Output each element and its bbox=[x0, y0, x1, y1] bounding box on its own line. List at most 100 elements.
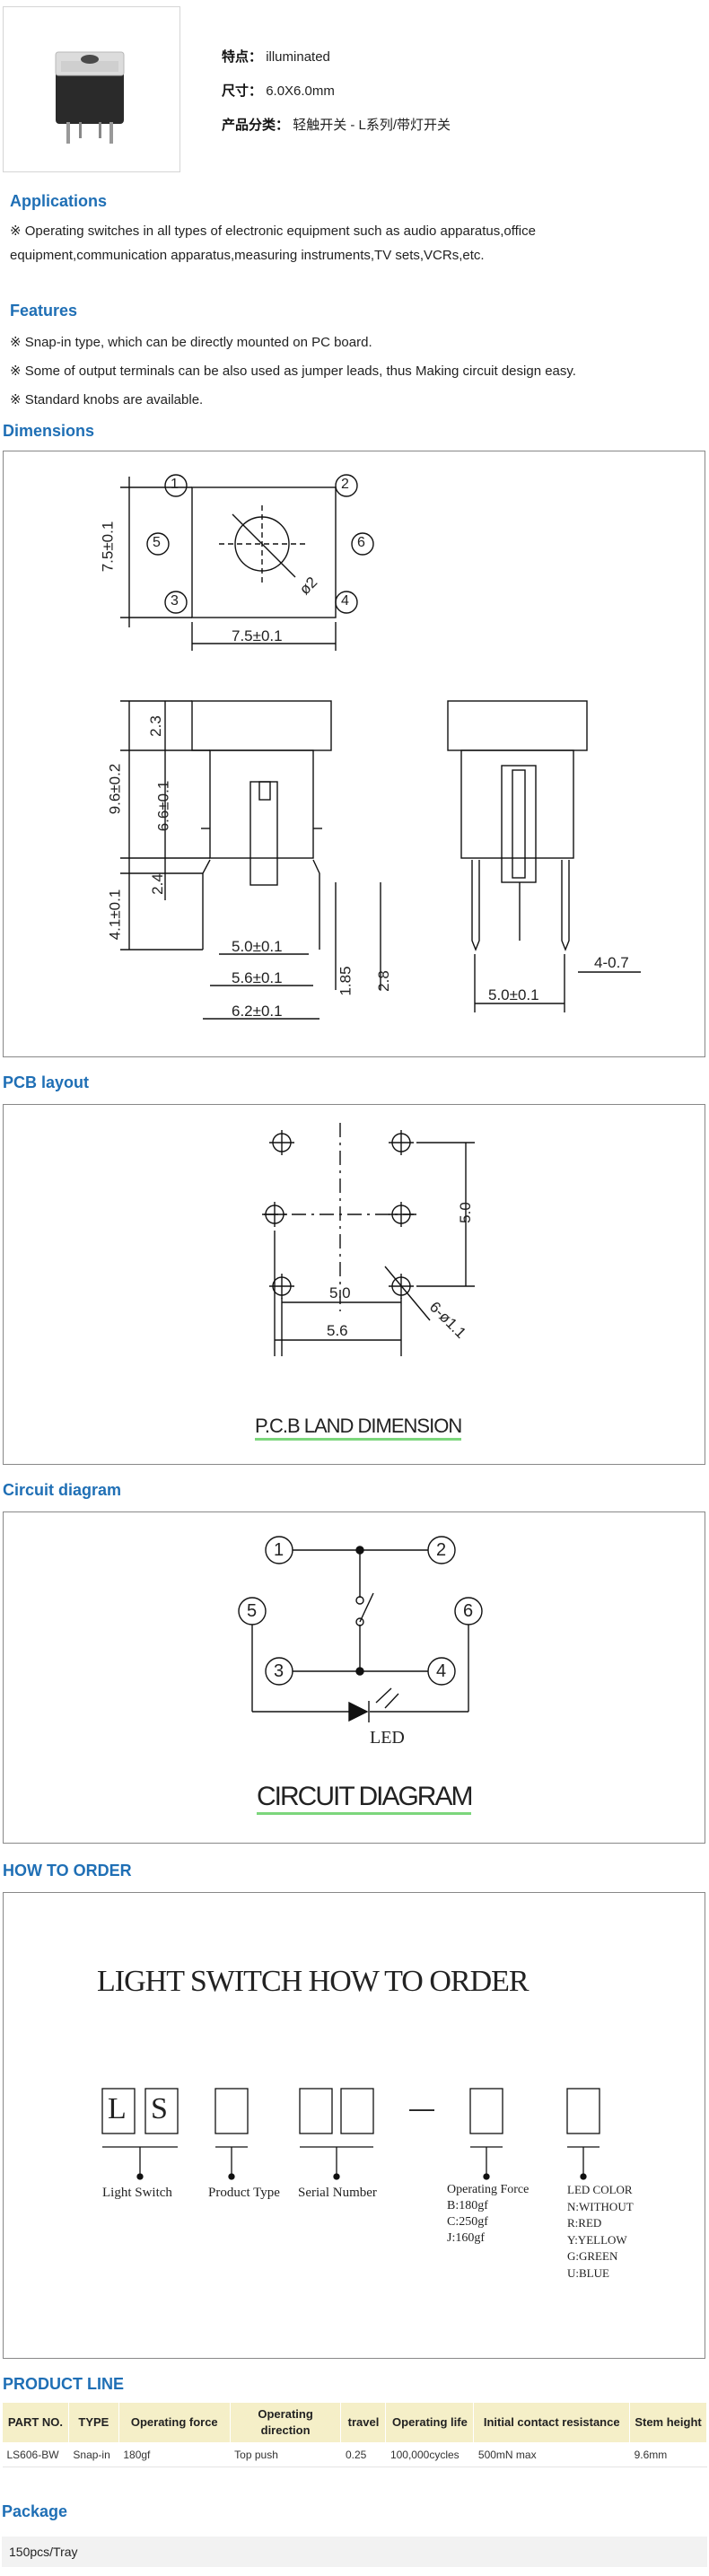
pcb-caption: P.C.B LAND DIMENSION bbox=[255, 1415, 462, 1441]
order-force-title: Operating Force bbox=[447, 2183, 530, 2196]
order-drawing: LIGHT SWITCH HOW TO ORDER L S — Light Sw… bbox=[3, 1892, 705, 2359]
dimensions-svg bbox=[120, 474, 641, 1020]
table-header: PART NO. bbox=[2, 2402, 69, 2443]
circuit-svg bbox=[238, 1536, 483, 1722]
pin-6-circle bbox=[351, 532, 374, 556]
circuit-label-5: 5 bbox=[247, 1601, 258, 1621]
side-view-cap bbox=[447, 700, 588, 751]
order-led-line: Y:YELLOW bbox=[567, 2232, 627, 2247]
product-thumbnail bbox=[3, 6, 180, 172]
order-dash: — bbox=[409, 2094, 434, 2122]
front-view-cap bbox=[191, 700, 332, 751]
dim-407: 4-0.7 bbox=[594, 954, 629, 971]
order-led-title: LED COLOR bbox=[567, 2183, 633, 2196]
pcb-drawing: 5.0 5.0 5.6 6-ø1.1 P.C.B LAND DIMENSION bbox=[3, 1104, 705, 1465]
circuit-label-6: 6 bbox=[463, 1601, 474, 1621]
order-label-light: Light Switch bbox=[102, 2186, 172, 2200]
dim-28: 2.8 bbox=[374, 970, 392, 992]
table-cell: 0.25 bbox=[340, 2442, 386, 2467]
package-title: Package bbox=[2, 2502, 68, 2520]
order-led-line: N:WITHOUT bbox=[567, 2199, 634, 2213]
dim-185: 1.85 bbox=[337, 966, 354, 996]
circuit-label-2: 2 bbox=[436, 1540, 447, 1560]
dim-50b: 5.0±0.1 bbox=[488, 986, 539, 1003]
feature-item: ※ Standard knobs are available. bbox=[10, 392, 204, 407]
order-svg bbox=[101, 2088, 600, 2180]
dim-pin-1: 1 bbox=[171, 477, 179, 492]
circuit-caption: CIRCUIT DIAGRAM bbox=[257, 1782, 473, 1815]
order-heading: LIGHT SWITCH HOW TO ORDER bbox=[97, 1965, 530, 1998]
size-row: 尺寸： 6.0X6.0mm bbox=[222, 83, 335, 101]
order-led-line: R:RED bbox=[567, 2216, 602, 2230]
order-box-s: S bbox=[151, 2092, 168, 2125]
table-header: Initial contact resistance bbox=[473, 2402, 631, 2443]
product-line-table: PART NO. TYPE Operating force Operating … bbox=[2, 2402, 707, 2467]
circuit-label-1: 1 bbox=[274, 1540, 284, 1560]
dim-pin-6: 6 bbox=[357, 535, 365, 550]
size-value: 6.0X6.0mm bbox=[266, 83, 335, 99]
pcb-dim-50v: 5.0 bbox=[456, 1202, 474, 1223]
applications-line-1: ※ Operating switches in all types of ele… bbox=[10, 223, 536, 239]
table-cell: 500mN max bbox=[473, 2442, 630, 2467]
dim-50: 5.0±0.1 bbox=[232, 938, 283, 955]
dim-pin-2: 2 bbox=[341, 477, 349, 492]
circuit-led-label: LED bbox=[370, 1728, 405, 1748]
order-force-line: C:250gf bbox=[447, 2215, 488, 2229]
pcb-dim-50h: 5.0 bbox=[329, 1284, 351, 1301]
table-cell: 180gf bbox=[118, 2442, 231, 2467]
table-header: TYPE bbox=[67, 2402, 119, 2443]
order-label-serial: Serial Number bbox=[298, 2186, 377, 2200]
table-header: Stem height bbox=[629, 2402, 707, 2443]
feature-item: ※ Snap-in type, which can be directly mo… bbox=[10, 335, 372, 350]
category-link[interactable]: 轻触开关 - L系列/带灯开关 bbox=[293, 118, 451, 133]
order-led-line: U:BLUE bbox=[567, 2265, 609, 2280]
circuit-title: Circuit diagram bbox=[3, 1481, 122, 1499]
dim-23: 2.3 bbox=[146, 715, 164, 737]
dim-41: 4.1±0.1 bbox=[106, 889, 124, 941]
order-led-block: LED COLOR N:WITHOUT R:RED Y:YELLOW G:GRE… bbox=[567, 2182, 634, 2282]
order-force-line: B:180gf bbox=[447, 2199, 488, 2212]
circuit-label-3: 3 bbox=[274, 1661, 284, 1681]
pin-3-circle bbox=[164, 591, 188, 614]
features-title: Features bbox=[10, 302, 78, 320]
table-cell: LS606-BW bbox=[2, 2442, 69, 2467]
applications-line-2: equipment,communication apparatus,measur… bbox=[10, 248, 485, 263]
table-header: Operating direction bbox=[229, 2402, 342, 2443]
package-row: 150pcs/Tray bbox=[2, 2537, 707, 2567]
feature-row: 特点： illuminated bbox=[222, 48, 330, 66]
table-header: travel bbox=[340, 2402, 387, 2443]
circuit-label-4: 4 bbox=[436, 1661, 447, 1681]
features-list: ※ Snap-in type, which can be directly mo… bbox=[10, 329, 576, 415]
size-label: 尺寸： bbox=[222, 83, 263, 99]
category-label: 产品分类： bbox=[222, 118, 290, 133]
feature-item: ※ Some of output terminals can be also u… bbox=[10, 364, 576, 379]
table-header: Operating life bbox=[385, 2402, 475, 2443]
dimensions-title: Dimensions bbox=[3, 422, 95, 440]
package-value: 150pcs/Tray bbox=[9, 2545, 78, 2559]
applications-title: Applications bbox=[10, 192, 108, 210]
dim-pin-3: 3 bbox=[171, 593, 179, 609]
table-cell: 9.6mm bbox=[629, 2442, 707, 2467]
table-header: Operating force bbox=[118, 2402, 231, 2443]
product-line-title: PRODUCT LINE bbox=[3, 2375, 124, 2393]
applications-text: ※ Operating switches in all types of ele… bbox=[10, 219, 701, 267]
order-title: HOW TO ORDER bbox=[3, 1862, 132, 1879]
dim-24: 2.4 bbox=[148, 873, 166, 895]
table-header-row: PART NO. TYPE Operating force Operating … bbox=[2, 2402, 707, 2443]
switch-photo bbox=[55, 51, 125, 144]
table-row: LS606-BW Snap-in 180gf Top push 0.25 100… bbox=[2, 2442, 707, 2467]
order-label-type: Product Type bbox=[208, 2186, 280, 2200]
table-cell: Top push bbox=[230, 2442, 341, 2467]
pcb-svg bbox=[262, 1123, 475, 1356]
dim-pin-5: 5 bbox=[153, 535, 161, 550]
feature-label: 特点： bbox=[222, 49, 263, 65]
order-force-line: J:160gf bbox=[447, 2231, 485, 2245]
dimensions-drawing: 1 2 3 4 5 6 7.5±0.1 7.5±0.1 ø2 2.3 9.6±0… bbox=[3, 451, 705, 1057]
pin-2-circle bbox=[335, 474, 358, 497]
pin-1-circle bbox=[164, 474, 188, 497]
order-box-l: L bbox=[108, 2092, 127, 2125]
order-force-block: Operating Force B:180gf C:250gf J:160gf bbox=[447, 2182, 529, 2247]
pcb-dim-56: 5.6 bbox=[327, 1322, 348, 1339]
table-cell: 100,000cycles bbox=[385, 2442, 474, 2467]
dim-height-75: 7.5±0.1 bbox=[99, 521, 117, 573]
